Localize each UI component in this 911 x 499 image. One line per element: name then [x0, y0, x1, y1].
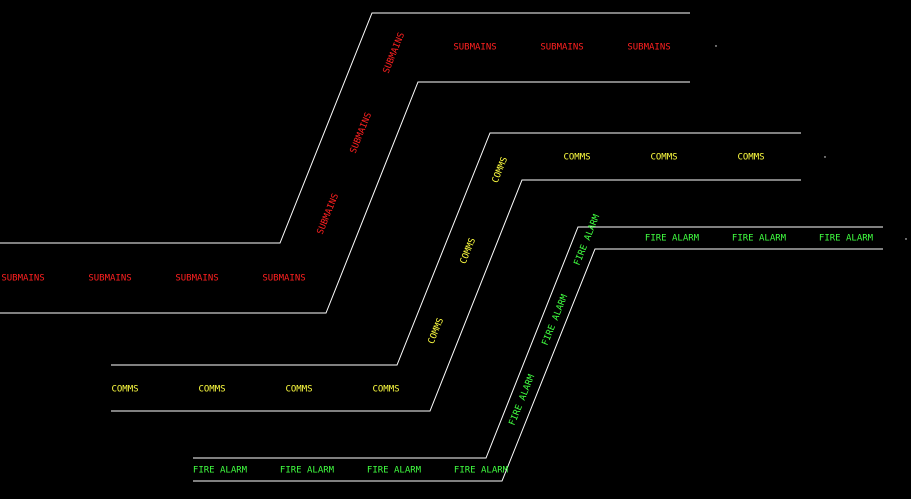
fire-alarm-lower-boundary	[193, 248, 883, 482]
fire-alarm-label: FIRE ALARM	[819, 234, 874, 244]
submains-label: SUBMAINS	[88, 274, 131, 284]
submains-label: SUBMAINS	[627, 43, 670, 53]
submains-lower-boundary	[0, 81, 690, 314]
submains-label: SUBMAINS	[540, 43, 583, 53]
submains-upper-boundary	[0, 12, 690, 244]
fire-alarm-label: FIRE ALARM	[645, 234, 700, 244]
comms-label: COMMS	[563, 153, 590, 163]
fire-alarm-label: FIRE ALARM	[732, 234, 787, 244]
fire-alarm-label: FIRE ALARM	[193, 466, 248, 476]
submains-route	[0, 12, 690, 314]
cad-point-marker	[824, 156, 826, 158]
fire-alarm-label: FIRE ALARM	[367, 466, 422, 476]
comms-label: COMMS	[285, 385, 312, 395]
submains-label: SUBMAINS	[262, 274, 305, 284]
comms-upper-boundary	[111, 132, 801, 366]
fire-alarm-label: FIRE ALARM	[280, 466, 335, 476]
submains-label: SUBMAINS	[175, 274, 218, 284]
fire-alarm-label: FIRE ALARM	[454, 466, 509, 476]
comms-label: COMMS	[372, 385, 399, 395]
submains-label: SUBMAINS	[1, 274, 44, 284]
comms-label: COMMS	[111, 385, 138, 395]
comms-label: COMMS	[737, 153, 764, 163]
comms-label: COMMS	[198, 385, 225, 395]
cad-point-marker	[905, 238, 907, 240]
fire-alarm-upper-boundary	[193, 226, 883, 459]
submains-label: SUBMAINS	[453, 43, 496, 53]
comms-label: COMMS	[650, 153, 677, 163]
fire-alarm-route	[193, 226, 883, 482]
comms-lower-boundary	[111, 179, 801, 412]
cad-point-marker	[715, 45, 717, 47]
comms-route	[111, 132, 801, 412]
